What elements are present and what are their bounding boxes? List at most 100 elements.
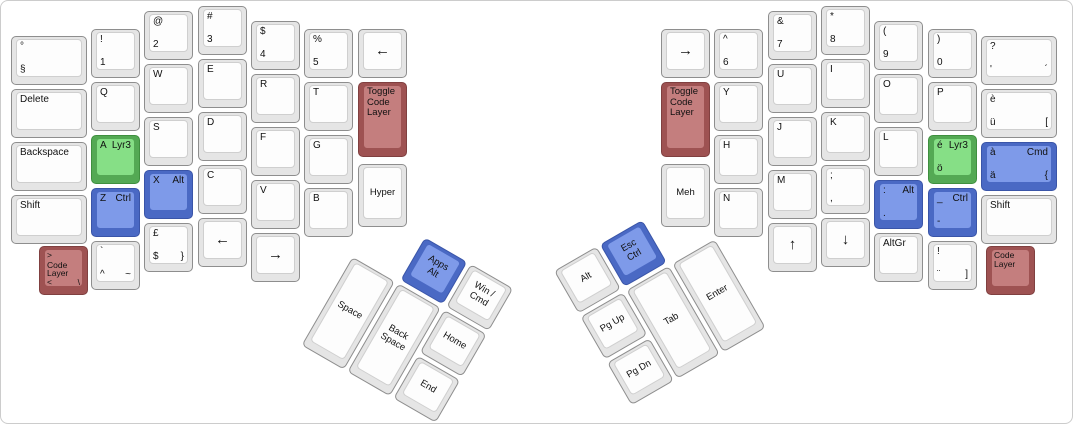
legend-top-row: ; <box>830 170 861 181</box>
key-grave-caret-tilde[interactable]: `^~ <box>91 241 140 290</box>
key-c[interactable]: C <box>198 165 247 214</box>
key-percent-5[interactable]: %5 <box>304 29 353 78</box>
key-w[interactable]: W <box>144 64 193 113</box>
legend-top-row: Y <box>723 87 754 98</box>
legend-top-row: ! <box>100 34 131 45</box>
key-label-line: Code <box>47 259 68 270</box>
key-backspace[interactable]: Backspace <box>11 142 87 191</box>
key-i[interactable]: I <box>821 59 870 108</box>
legend-top-right: Lyr3 <box>111 140 131 151</box>
key-exclamation-diaeresis[interactable]: !¨] <box>928 241 977 290</box>
legend-bottom-right: } <box>180 250 184 262</box>
legend-top-row: R <box>260 79 291 90</box>
key-altgr[interactable]: AltGr <box>874 233 923 282</box>
key-k[interactable]: K <box>821 112 870 161</box>
legend-bottom-row: . <box>883 208 914 219</box>
key-label: End <box>418 377 438 396</box>
key-at-2[interactable]: @2 <box>144 11 193 60</box>
legend-top-left: M <box>777 175 786 186</box>
key-g[interactable]: G <box>304 135 353 184</box>
legend-top-left: U <box>777 69 785 80</box>
key-y[interactable]: Y <box>714 82 763 131</box>
key-n[interactable]: N <box>714 188 763 237</box>
key-underscore-ctrl[interactable]: _Ctrl - <box>928 188 977 237</box>
key-j[interactable]: J <box>768 117 817 166</box>
legend-top-left: ) <box>937 34 941 45</box>
key-r[interactable]: R <box>251 74 300 123</box>
legend-top-row: ° <box>20 41 78 52</box>
key-question-apostrophe[interactable]: ?'´ <box>981 36 1057 85</box>
key-label: Pg Up <box>598 312 627 335</box>
legend-bottom-row: 1 <box>100 57 131 68</box>
legend-top-left: V <box>260 185 267 196</box>
legend-top-left: _ <box>937 193 943 204</box>
legend-top-left: X <box>153 175 160 186</box>
key-label: Win /Cmd <box>466 280 496 310</box>
legend-top-row: % <box>313 34 344 45</box>
key-arrow-right-bottom[interactable]: → <box>251 233 300 282</box>
key-s[interactable]: S <box>144 117 193 166</box>
key-shift-right[interactable]: Shift <box>981 195 1057 244</box>
legend-bottom-row: 7 <box>777 39 808 50</box>
key-hyper[interactable]: Hyper <box>358 164 407 227</box>
legend-top-left: Shift <box>990 200 1011 211</box>
legend-bottom-right: ] <box>965 268 968 280</box>
legend-bottom-left: 9 <box>883 48 889 60</box>
key-arrow-left-bottom[interactable]: ← <box>198 218 247 267</box>
key-meh[interactable]: Meh <box>661 164 710 227</box>
key-o[interactable]: O <box>874 74 923 123</box>
legend-top-row: _Ctrl <box>937 193 968 204</box>
key-hash-3[interactable]: #3 <box>198 6 247 55</box>
key-arrow-right-top[interactable]: → <box>661 29 710 78</box>
key-caret-6[interactable]: ^6 <box>714 29 763 78</box>
key-label-line: Pg Dn <box>624 357 653 381</box>
key-asterisk-8[interactable]: *8 <box>821 6 870 55</box>
key-q[interactable]: Q <box>91 82 140 131</box>
key-h[interactable]: H <box>714 135 763 184</box>
key-label-line: Meh <box>676 186 695 198</box>
key-e[interactable]: E <box>198 59 247 108</box>
legend-top-row: Shift <box>20 200 78 211</box>
key-b[interactable]: B <box>304 188 353 237</box>
key-arrow-left-top[interactable]: ← <box>358 29 407 78</box>
key-f[interactable]: F <box>251 127 300 176</box>
key-u[interactable]: U <box>768 64 817 113</box>
key-m[interactable]: M <box>768 170 817 219</box>
key-paren-9[interactable]: (9 <box>874 21 923 70</box>
key-arrow-down-bottom[interactable]: ↓ <box>821 218 870 267</box>
key-paren-0[interactable]: )0 <box>928 29 977 78</box>
key-colon-alt[interactable]: :Alt. <box>874 180 923 229</box>
key-deg-section[interactable]: °§ <box>11 36 87 85</box>
key-pound-dollar-brace[interactable]: £$} <box>144 223 193 272</box>
arrow-up-bottom-icon: ↑ <box>788 235 797 253</box>
key-arrow-up-bottom[interactable]: ↑ <box>768 223 817 272</box>
key-shift-left[interactable]: Shift <box>11 195 87 244</box>
key-ampersand-7[interactable]: &7 <box>768 11 817 60</box>
legend-top-row: @ <box>153 16 184 27</box>
arrow-left-bottom-icon: ← <box>215 230 230 248</box>
legend-bottom-left: 0 <box>937 56 943 68</box>
legend-bottom-left: 1 <box>100 56 106 68</box>
key-v[interactable]: V <box>251 180 300 229</box>
key-delete[interactable]: Delete <box>11 89 87 138</box>
key-t[interactable]: T <box>304 82 353 131</box>
legend-bottom-left: - <box>937 215 941 227</box>
key-exclamation-1[interactable]: !1 <box>91 29 140 78</box>
key-semicolon-comma[interactable]: ;, <box>821 165 870 214</box>
legend-top-left: S <box>153 122 160 133</box>
legend-top-row: L <box>883 132 914 143</box>
key-dollar-4[interactable]: $4 <box>251 21 300 70</box>
key-d[interactable]: D <box>198 112 247 161</box>
key-l[interactable]: L <box>874 127 923 176</box>
key-p[interactable]: P <box>928 82 977 131</box>
